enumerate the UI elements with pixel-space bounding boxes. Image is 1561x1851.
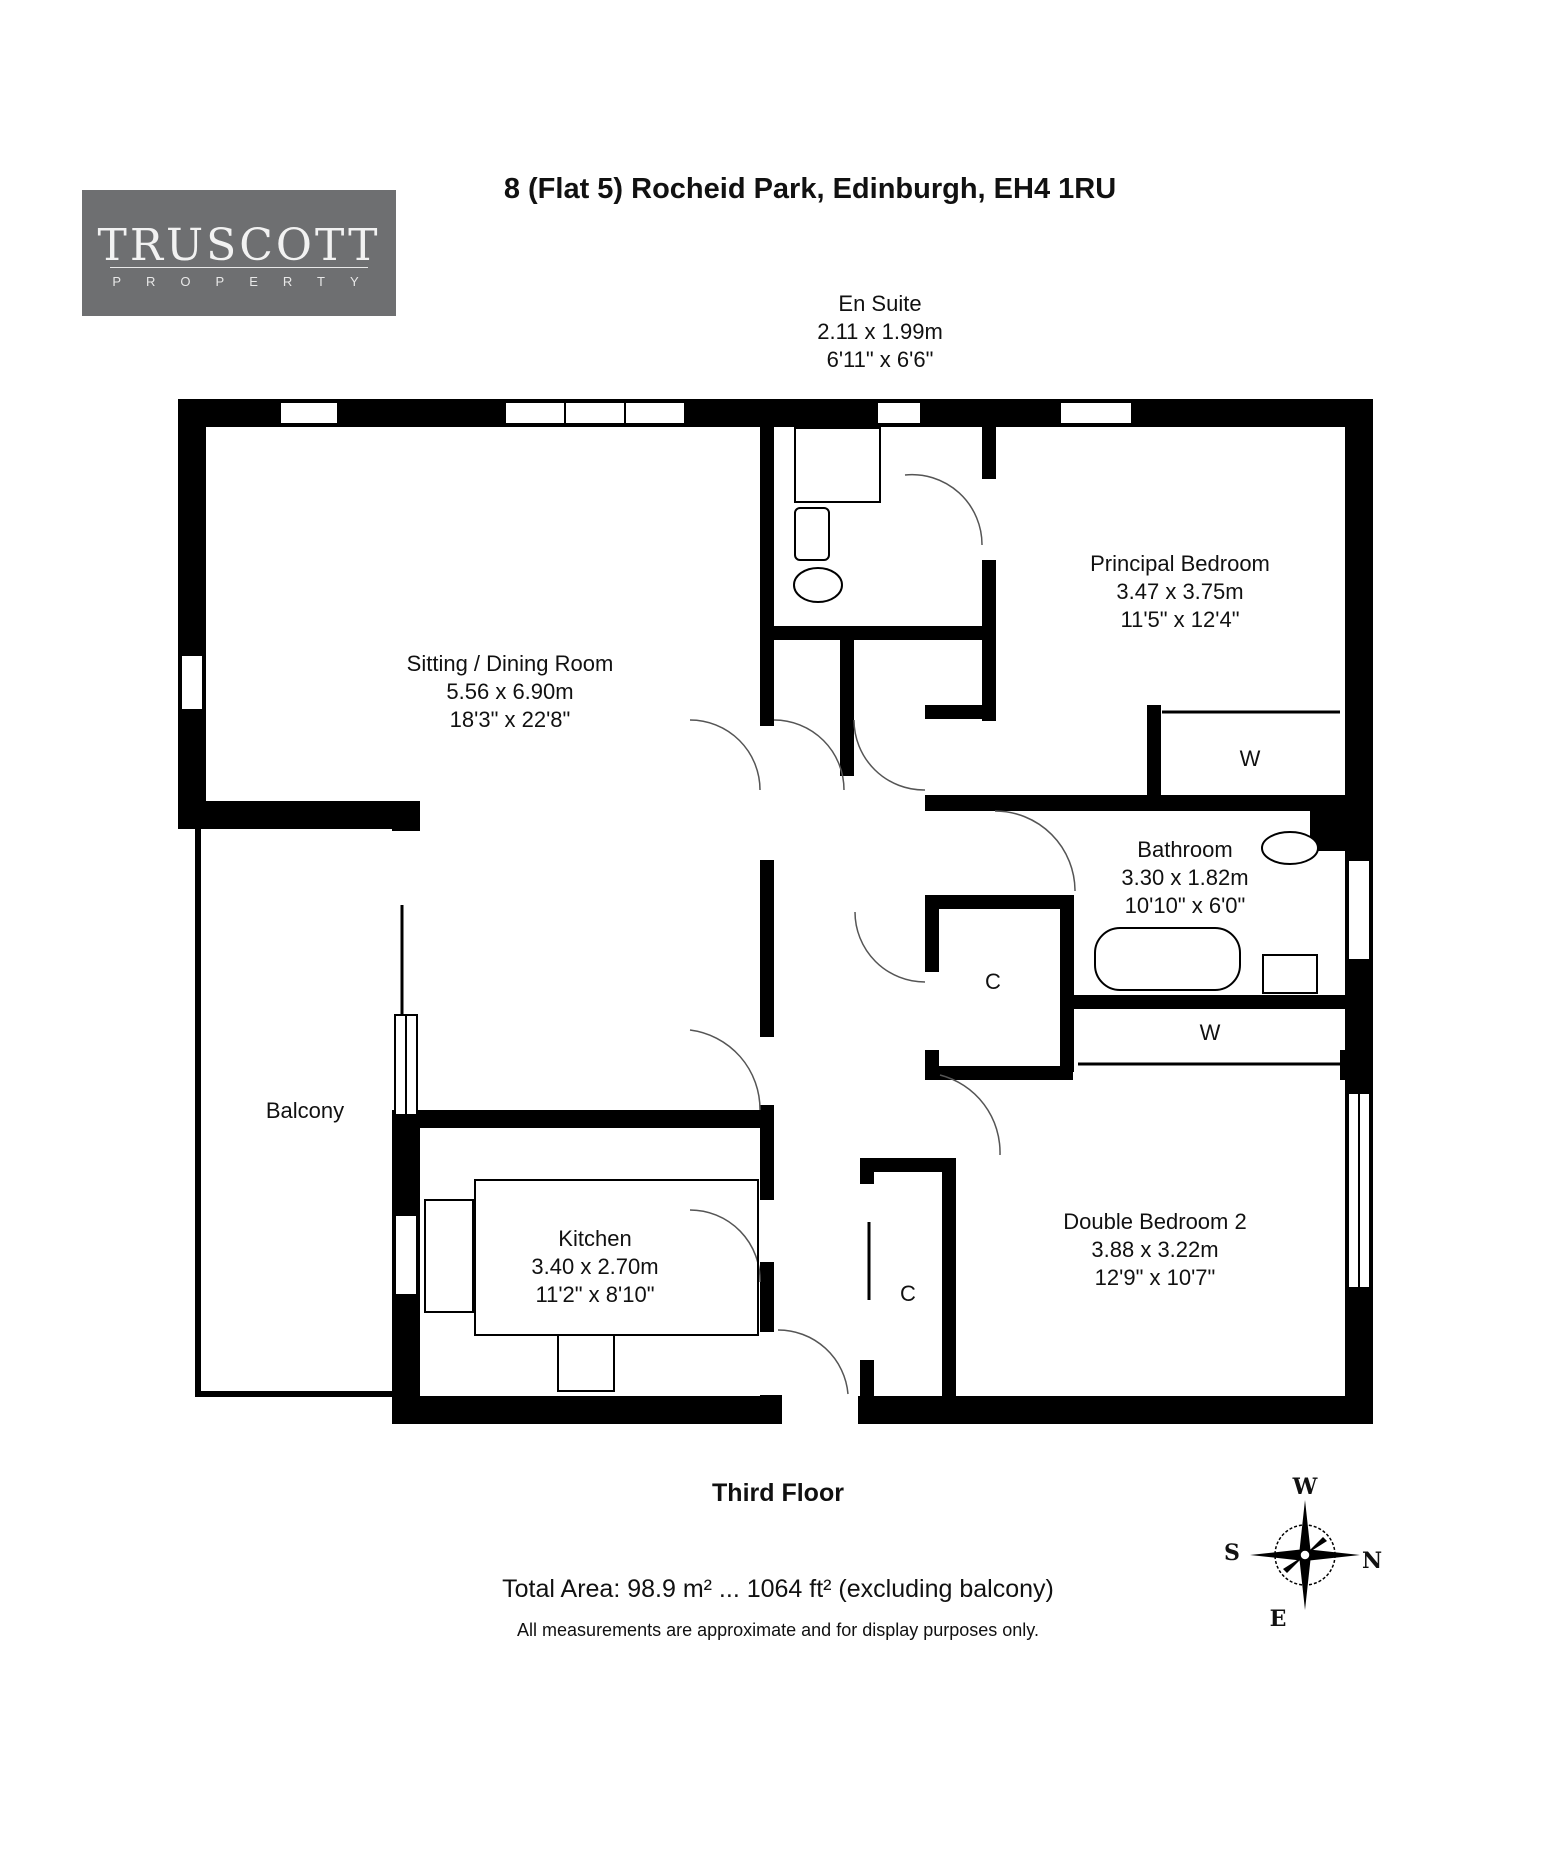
- compass-north-label: N: [1361, 1548, 1383, 1574]
- room-imperial: 11'2" x 8'10": [535, 1282, 655, 1307]
- compass-south-label: S: [1224, 1540, 1240, 1566]
- room-name: Sitting / Dining Room: [406, 651, 614, 676]
- company-logo: TRUSCOTT PROPERTY: [82, 190, 396, 316]
- room-imperial: 10'10" x 6'0": [1124, 893, 1246, 918]
- room-label-en-suite: En Suite 2.11 x 1.99m 6'11" x 6'6": [780, 290, 980, 374]
- room-metric: 3.88 x 3.22m: [1091, 1237, 1219, 1262]
- logo-name: TRUSCOTT: [97, 220, 381, 271]
- room-name: Bathroom: [1137, 837, 1233, 862]
- room-name: Principal Bedroom: [1090, 551, 1270, 576]
- logo-subtitle: PROPERTY: [112, 274, 384, 289]
- room-metric: 3.30 x 1.82m: [1121, 865, 1249, 890]
- room-imperial: 12'9" x 10'7": [1094, 1265, 1216, 1290]
- room-label-balcony: Balcony: [230, 1097, 380, 1125]
- floor-label: Third Floor: [712, 1479, 844, 1507]
- windows: [180, 401, 1371, 1296]
- room-label-principal-bedroom: Principal Bedroom 3.47 x 3.75m 11'5" x 1…: [1060, 550, 1300, 634]
- room-imperial: 11'5" x 12'4": [1120, 607, 1240, 632]
- fixtures: [424, 427, 1319, 1392]
- room-label-sitting-dining: Sitting / Dining Room 5.56 x 6.90m 18'3"…: [380, 650, 640, 734]
- room-name: Kitchen: [558, 1226, 632, 1251]
- room-label-kitchen: Kitchen 3.40 x 2.70m 11'2" x 8'10": [495, 1225, 695, 1309]
- total-area: Total Area: 98.9 m² ... 1064 ft² (exclud…: [502, 1575, 1054, 1603]
- room-label-bathroom: Bathroom 3.30 x 1.82m 10'10" x 6'0": [1085, 836, 1285, 920]
- compass-icon: [1250, 1500, 1360, 1610]
- room-label-double-bedroom-2: Double Bedroom 2 3.88 x 3.22m 12'9" x 10…: [1035, 1208, 1275, 1292]
- room-imperial: 18'3" x 22'8": [449, 707, 571, 732]
- logo-rule: [110, 267, 368, 268]
- room-metric: 5.56 x 6.90m: [446, 679, 574, 704]
- wardrobe-label-principal: W: [1239, 746, 1261, 771]
- compass-west-label: W: [1292, 1474, 1318, 1500]
- cupboard-label-entry: C: [900, 1281, 916, 1306]
- page-title: 8 (Flat 5) Rocheid Park, Edinburgh, EH4 …: [503, 173, 1117, 205]
- room-metric: 2.11 x 1.99m: [817, 319, 943, 344]
- sliding-doors: [400, 710, 1340, 1300]
- interior-walls: [392, 399, 1373, 1424]
- room-name: Balcony: [265, 1098, 345, 1123]
- cupboard-label-hall: C: [985, 969, 1001, 994]
- compass-rose: W S N E: [1224, 1474, 1382, 1632]
- room-name: En Suite: [838, 291, 922, 316]
- wardrobe-label-bedroom2: W: [1199, 1020, 1221, 1045]
- disclaimer: All measurements are approximate and for…: [517, 1620, 1039, 1640]
- balcony-outline: [195, 829, 392, 1397]
- door-swings: [689, 473, 1076, 1395]
- room-metric: 3.47 x 3.75m: [1116, 579, 1244, 604]
- room-metric: 3.40 x 2.70m: [531, 1254, 659, 1279]
- compass-east-label: E: [1269, 1606, 1287, 1632]
- room-name: Double Bedroom 2: [1063, 1209, 1247, 1234]
- room-imperial: 6'11" x 6'6": [826, 347, 934, 372]
